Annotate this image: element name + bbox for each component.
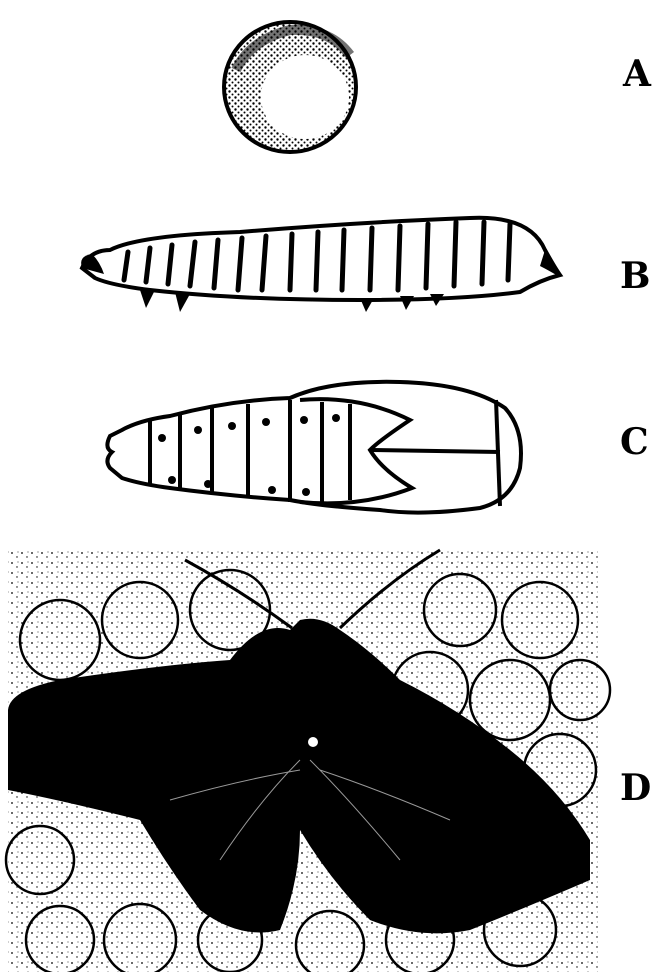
adult-moth-illustration (6, 550, 610, 972)
stage-label-pupa: C (620, 424, 649, 460)
pupa-illustration (107, 382, 521, 513)
stage-label-adult: D (620, 770, 651, 806)
egg-illustration (224, 22, 356, 152)
stage-label-egg: A (623, 56, 651, 92)
stage-label-larva: B (620, 258, 650, 294)
larva-illustration (81, 218, 560, 312)
